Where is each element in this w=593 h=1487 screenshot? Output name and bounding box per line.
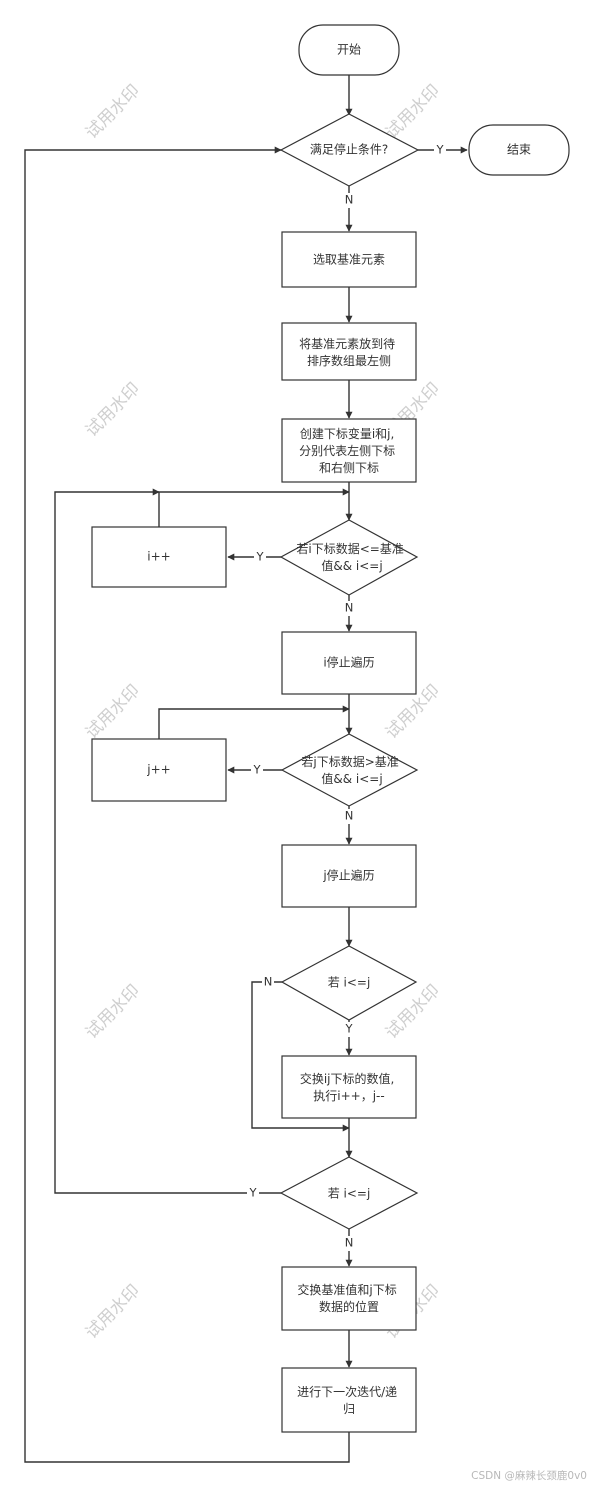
watermark-text: 试用水印 [82, 379, 144, 441]
swap-pivot-shape [281, 1266, 417, 1331]
check-j-node: 若j下标数据>基准 值&& i<=j [280, 733, 419, 807]
edge-inc-j-loop-back [158, 705, 350, 739]
check-ij-2-shape [279, 1156, 419, 1230]
edge-labels: Y N Y N Y N N Y Y N [247, 142, 446, 1251]
edge-inc-i-loop-back [158, 488, 350, 527]
check-j-label-line: 值&& i<=j [321, 771, 382, 786]
watermark-text: 试用水印 [82, 681, 144, 743]
j-stop-label: j停止遍历 [322, 868, 374, 883]
inc-j-node: j++ [91, 738, 227, 802]
check-i-label-line: 值&& i<=j [321, 558, 382, 573]
edge-label-yes: Y [435, 143, 444, 157]
select-pivot-shape [281, 231, 417, 288]
create-indices-label-line: 创建下标变量i和j, [300, 426, 394, 441]
create-indices-shape [281, 418, 417, 483]
move-pivot-label-line: 将基准元素放到待 [299, 336, 395, 351]
edge-label-no: N [345, 809, 354, 823]
edge-next-loop-back [24, 146, 350, 1463]
edge-check-ij-2-yes-loop-back [54, 488, 281, 1194]
check-j-shape [280, 733, 419, 807]
start-label: 开始 [337, 43, 361, 57]
swap-pivot-label-line: 数据的位置 [319, 1299, 379, 1314]
edge-label-no: N [345, 601, 354, 615]
check-i-shape [279, 519, 419, 596]
move-pivot-shape [281, 322, 417, 381]
next-iter-label: 进行下一次迭代/递 归 [297, 1385, 401, 1416]
move-pivot-label-line: 排序数组最左侧 [307, 353, 391, 368]
swap-pivot-label: 交换基准值和j下标 数据的位置 [297, 1282, 400, 1314]
swap-ij-shape [281, 1055, 417, 1119]
move-pivot-node: 将基准元素放到待 排序数组最左侧 [281, 322, 417, 381]
csdn-credit: CSDN @麻辣长颈鹿0v0 [471, 1469, 587, 1482]
start-shape [298, 24, 400, 76]
check-ij-2-label: 若 i<=j [328, 1187, 371, 1201]
check-i-label: 若i下标数据<=基准 值&& i<=j [296, 541, 407, 573]
i-stop-node: i停止遍历 [281, 631, 417, 695]
inc-j-label: j++ [146, 763, 170, 777]
edges [24, 75, 468, 1463]
edge-label-no: N [345, 1236, 354, 1250]
edge-label-yes: Y [344, 1022, 353, 1036]
i-stop-shape [281, 631, 417, 695]
swap-ij-label-line: 交换ij下标的数值, [300, 1071, 394, 1086]
edge-label-no: N [264, 975, 273, 989]
next-iter-node: 进行下一次迭代/递 归 [281, 1367, 417, 1433]
start-node: 开始 [298, 24, 400, 76]
swap-pivot-label-line: 交换基准值和j下标 [297, 1282, 396, 1297]
stop-condition-node: 满足停止条件? [279, 113, 420, 187]
check-j-label: 若j下标数据>基准 值&& i<=j [301, 754, 402, 786]
end-shape [468, 124, 570, 176]
select-pivot-node: 选取基准元素 [281, 231, 417, 288]
check-j-label-line: 若j下标数据>基准 [301, 754, 398, 769]
check-i-label-line: 若i下标数据<=基准 [296, 541, 403, 556]
swap-ij-node: 交换ij下标的数值, 执行i++，j-- [281, 1055, 417, 1119]
inc-i-label: i++ [147, 550, 170, 564]
j-stop-shape [281, 844, 417, 908]
swap-pivot-node: 交换基准值和j下标 数据的位置 [281, 1266, 417, 1331]
check-i-node: 若i下标数据<=基准 值&& i<=j [279, 519, 419, 596]
inc-j-shape [91, 738, 227, 802]
watermark-text: 试用水印 [82, 1281, 144, 1343]
stop-condition-label: 满足停止条件? [310, 142, 388, 157]
check-ij-1-node: 若 i<=j [280, 945, 418, 1021]
inc-i-node: i++ [91, 526, 227, 588]
create-indices-label-line: 分别代表左侧下标 [299, 443, 395, 458]
create-indices-label-line: 和右侧下标 [319, 460, 379, 475]
create-indices-node: 创建下标变量i和j, 分别代表左侧下标 和右侧下标 [281, 418, 417, 483]
inc-i-shape [91, 526, 227, 588]
j-stop-node: j停止遍历 [281, 844, 417, 908]
swap-ij-label-line: 执行i++，j-- [313, 1089, 384, 1103]
edge-label-yes: Y [252, 763, 261, 777]
move-pivot-label: 将基准元素放到待 排序数组最左侧 [299, 336, 399, 368]
check-ij-2-node: 若 i<=j [279, 1156, 419, 1230]
watermark-text: 试用水印 [82, 81, 144, 143]
nodes: 开始 满足停止条件? 结束 选取基准元素 将基准元素放到待 排序数组最左侧 [91, 24, 570, 1433]
watermark-text: 试用水印 [82, 981, 144, 1043]
end-label: 结束 [507, 143, 531, 157]
watermark-text: 试用水印 [382, 81, 444, 143]
select-pivot-label: 选取基准元素 [313, 253, 385, 267]
stop-condition-shape [279, 113, 420, 187]
end-node: 结束 [468, 124, 570, 176]
edge-label-no: N [345, 193, 354, 207]
edge-label-yes: Y [255, 550, 264, 564]
edge-label-yes: Y [248, 1186, 257, 1200]
check-ij-1-label: 若 i<=j [328, 976, 371, 990]
next-iter-label-line: 归 [343, 1402, 355, 1416]
create-indices-label: 创建下标变量i和j, 分别代表左侧下标 和右侧下标 [299, 426, 399, 475]
swap-ij-label: 交换ij下标的数值, 执行i++，j-- [300, 1071, 398, 1103]
next-iter-shape [281, 1367, 417, 1433]
check-ij-1-shape [280, 945, 418, 1021]
i-stop-label: i停止遍历 [323, 655, 374, 670]
next-iter-label-line: 进行下一次迭代/递 [297, 1385, 397, 1399]
